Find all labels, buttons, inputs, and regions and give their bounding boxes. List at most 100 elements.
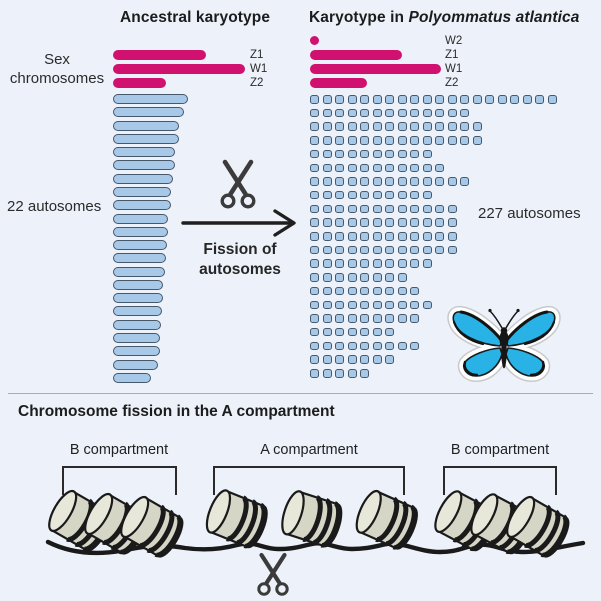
autosome-dot xyxy=(322,300,332,310)
autosome-dot xyxy=(310,108,319,118)
autosome-dot xyxy=(422,136,432,145)
autosome-dot xyxy=(385,177,394,186)
autosome-dot xyxy=(460,108,469,118)
autosome-dot xyxy=(335,369,344,378)
autosome-dot xyxy=(385,204,394,214)
b-compartment-label-left: B compartment xyxy=(69,442,169,458)
autosome-dot xyxy=(322,163,332,173)
autosome-dot xyxy=(385,122,394,131)
sex-chromosome-bar xyxy=(310,50,402,60)
autosome-dot xyxy=(460,177,469,186)
sex-chromosome-name: Z1 xyxy=(445,49,459,61)
sex-chromosome-name: W1 xyxy=(250,63,268,75)
sex-chromosomes-label: Sex chromosomes xyxy=(4,50,110,88)
autosome-dot xyxy=(372,177,382,186)
autosome-dot xyxy=(360,245,369,255)
autosome-dot xyxy=(335,163,344,173)
autosome-dot xyxy=(360,341,369,351)
scissors-icon xyxy=(220,159,256,209)
autosome-dot xyxy=(447,245,457,255)
autosome-dot xyxy=(397,108,407,118)
autosome-dot xyxy=(447,177,457,186)
autosome-dot xyxy=(322,369,332,378)
autosome-dot xyxy=(385,136,394,145)
autosome-dot xyxy=(435,218,444,227)
sex-chromosome-bar xyxy=(113,64,245,74)
autosome-dot xyxy=(360,122,369,131)
autosome-dot xyxy=(422,245,432,255)
autosome-dot xyxy=(360,369,369,378)
autosome-dot xyxy=(310,286,319,296)
autosome-dot xyxy=(335,245,344,255)
autosome-dot xyxy=(360,95,369,104)
autosome-dot xyxy=(385,218,394,227)
autosome-dot xyxy=(360,177,369,186)
autosome-count-label-left: 22 autosomes xyxy=(7,198,102,215)
autosome-dot xyxy=(372,190,382,200)
autosome-dot xyxy=(335,286,344,296)
sex-chromosome-bar xyxy=(310,64,441,74)
autosome-dot xyxy=(347,327,357,337)
autosome-dot xyxy=(322,341,332,351)
sex-chromosome-name: Z2 xyxy=(445,77,459,89)
atlantica-karyotype-title: Karyotype in Polyommatus atlantica xyxy=(309,9,579,27)
autosome-dot xyxy=(397,341,407,351)
autosome-dot xyxy=(435,136,444,145)
autosome-dot xyxy=(360,136,369,145)
autosome-dot xyxy=(310,341,319,351)
sex-chromosome-name: Z1 xyxy=(250,49,264,61)
autosome-dot xyxy=(335,149,344,159)
autosome-dot xyxy=(310,177,319,186)
autosome-dot xyxy=(385,355,394,364)
autosome-dot xyxy=(322,259,332,268)
autosome-dot-row xyxy=(310,314,423,323)
autosome-dot xyxy=(347,355,357,364)
autosome-bar xyxy=(113,253,166,264)
autosome-dot xyxy=(372,245,382,255)
autosome-dot xyxy=(447,136,457,145)
autosome-dot xyxy=(485,95,494,104)
autosome-dot xyxy=(397,136,407,145)
autosome-dot-row xyxy=(310,163,448,173)
autosome-dot xyxy=(310,122,319,131)
autosome-dot-row xyxy=(310,341,423,351)
autosome-dot xyxy=(447,122,457,131)
autosome-dot xyxy=(347,286,357,296)
autosome-dot xyxy=(347,369,357,378)
autosome-dot-row xyxy=(310,204,460,214)
autosome-dot xyxy=(372,273,382,282)
autosome-dot xyxy=(435,122,444,131)
autosome-dot xyxy=(360,218,369,227)
autosome-dot xyxy=(360,204,369,214)
autosome-dot-row xyxy=(310,259,435,268)
autosome-dot xyxy=(347,136,357,145)
autosome-dot xyxy=(460,95,469,104)
autosome-dot xyxy=(310,259,319,268)
autosome-dot xyxy=(360,314,369,323)
autosome-dot-row xyxy=(310,122,485,131)
autosome-dot xyxy=(335,314,344,323)
autosome-dot xyxy=(422,190,432,200)
autosome-dot-row xyxy=(310,232,460,241)
autosome-dot xyxy=(360,286,369,296)
autosome-dot xyxy=(372,122,382,131)
autosome-dot-row xyxy=(310,369,373,378)
autosome-bar xyxy=(113,359,158,370)
sex-chromosome-bar xyxy=(113,78,166,88)
autosome-dot xyxy=(410,232,419,241)
autosome-dot xyxy=(385,108,394,118)
autosome-dot xyxy=(310,327,319,337)
autosome-dot xyxy=(335,232,344,241)
autosome-dot xyxy=(410,190,419,200)
autosome-dot xyxy=(372,108,382,118)
autosome-dot xyxy=(422,95,432,104)
autosome-dot xyxy=(435,108,444,118)
autosome-dot xyxy=(347,273,357,282)
autosome-dot xyxy=(322,95,332,104)
autosome-dot xyxy=(410,341,419,351)
autosome-dot xyxy=(347,232,357,241)
autosome-dot xyxy=(310,355,319,364)
autosome-dot xyxy=(410,286,419,296)
